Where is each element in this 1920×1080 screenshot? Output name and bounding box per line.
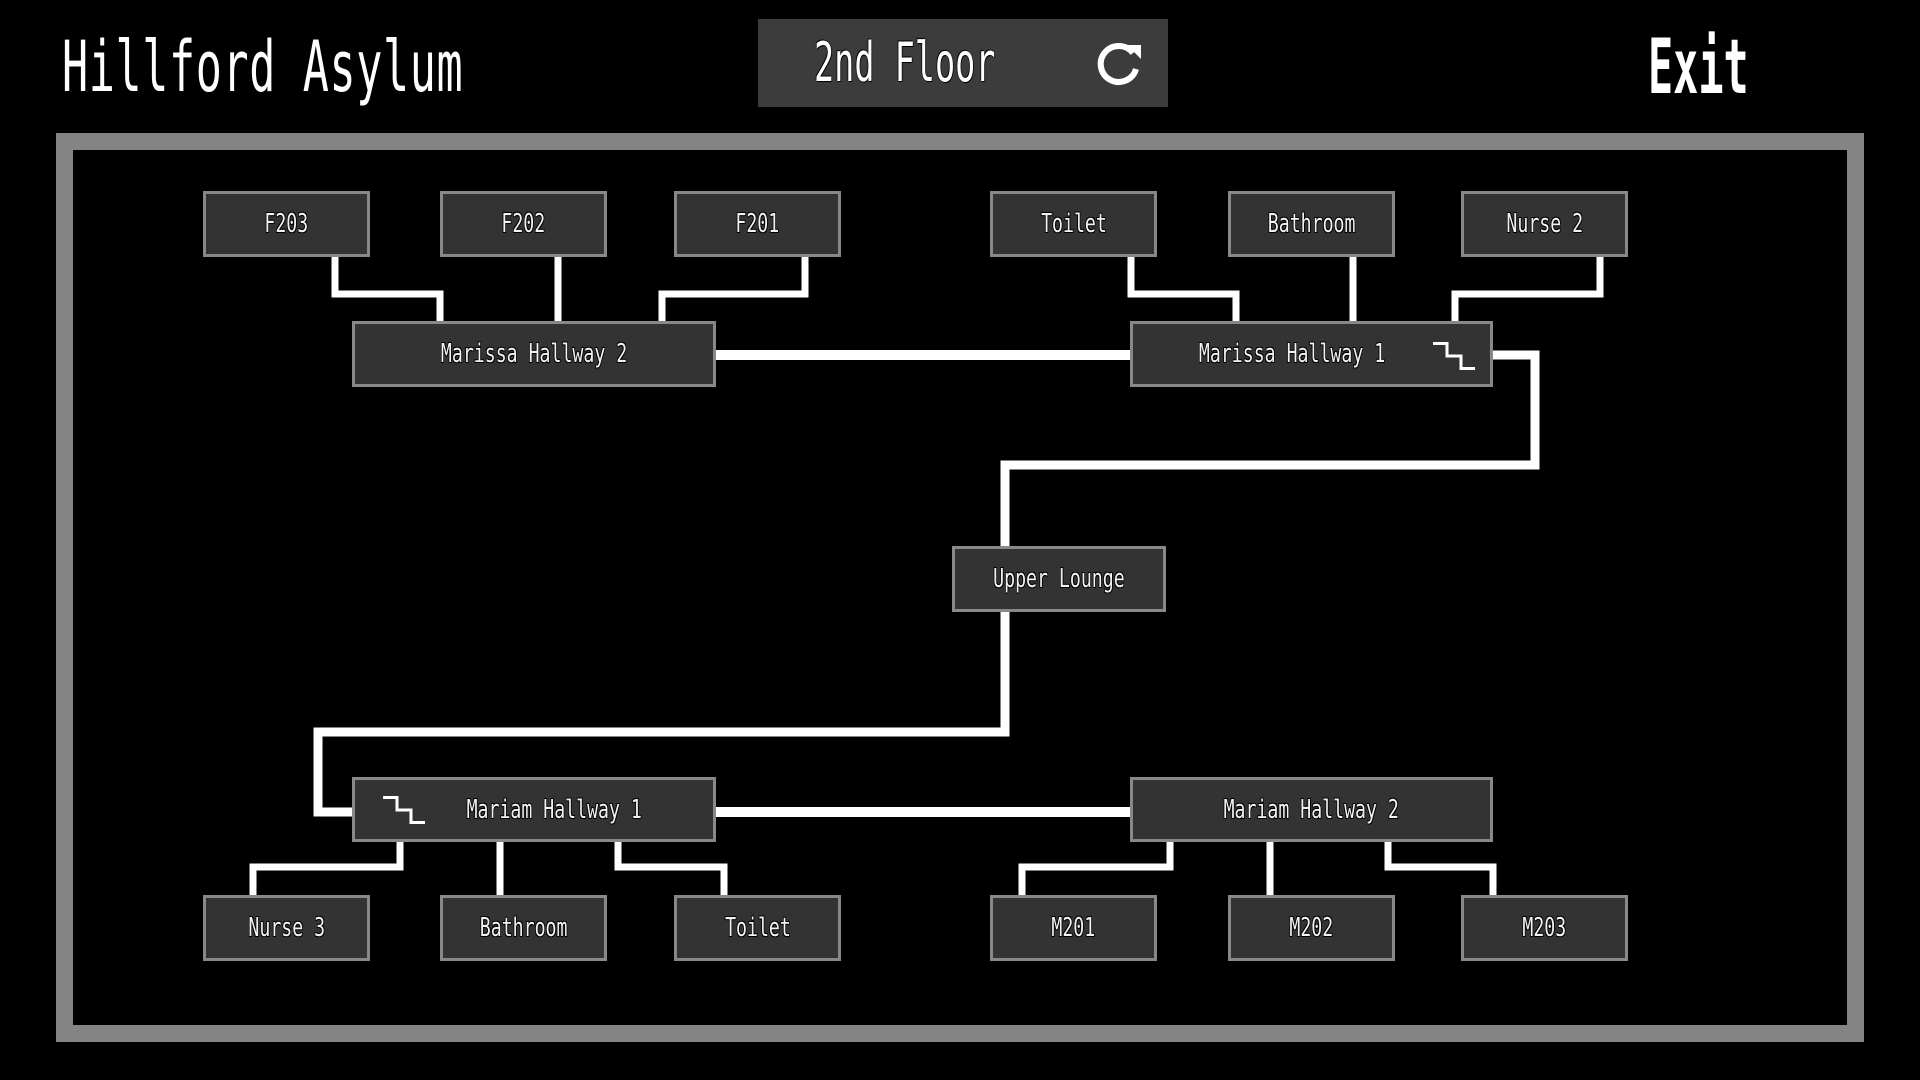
room-bathroom-bottom[interactable]: Bathroom — [440, 895, 607, 961]
floor-label-text: 2nd Floor — [814, 31, 996, 94]
room-label: Upper Lounge — [955, 549, 1163, 609]
room-toilet-top-label: Toilet — [1040, 209, 1107, 239]
room-toilet-top[interactable]: Toilet — [990, 191, 1157, 257]
game-title-text: Hillford Asylum — [62, 26, 464, 108]
room-label: M203 — [1464, 898, 1625, 958]
room-label: Toilet — [993, 194, 1154, 254]
room-bathroom-bottom-label: Bathroom — [479, 913, 568, 943]
room-label: Nurse 2 — [1464, 194, 1625, 254]
exit-button-label: Exit — [1648, 22, 1749, 111]
room-f201-label: F201 — [735, 209, 780, 239]
game-title: Hillford Asylum — [62, 22, 709, 112]
hallway-marissa-2-label: Marissa Hallway 2 — [440, 339, 628, 369]
room-nurse-3[interactable]: Nurse 3 — [203, 895, 370, 961]
room-toilet-bottom-label: Toilet — [724, 913, 791, 943]
room-m201[interactable]: M201 — [990, 895, 1157, 961]
room-m202[interactable]: M202 — [1228, 895, 1395, 961]
room-upper-lounge[interactable]: Upper Lounge — [952, 546, 1166, 612]
upper-lounge-label: Upper Lounge — [993, 564, 1125, 594]
hallway-marissa-1-label: Marissa Hallway 1 — [1199, 339, 1386, 369]
hallway-label: Mariam Hallway 2 — [1133, 780, 1490, 839]
room-m203[interactable]: M203 — [1461, 895, 1628, 961]
room-bathroom-top-label: Bathroom — [1267, 209, 1356, 239]
floor-label: 2nd Floor — [814, 19, 1107, 107]
hallway-mariam-2-label: Mariam Hallway 2 — [1223, 794, 1400, 825]
room-f202[interactable]: F202 — [440, 191, 607, 257]
hallway-mariam-1-label: Mariam Hallway 1 — [466, 794, 642, 825]
room-f201[interactable]: F201 — [674, 191, 841, 257]
room-label: Nurse 3 — [206, 898, 367, 958]
room-label: M201 — [993, 898, 1154, 958]
stairs-icon — [1433, 342, 1475, 370]
room-label: F203 — [206, 194, 367, 254]
floor-selector[interactable]: 2nd Floor — [758, 19, 1168, 107]
room-label: M202 — [1231, 898, 1392, 958]
room-f203[interactable]: F203 — [203, 191, 370, 257]
room-m201-label: M201 — [1051, 913, 1096, 943]
room-f202-label: F202 — [501, 209, 546, 239]
room-label: Toilet — [677, 898, 838, 958]
hallway-label: Marissa Hallway 2 — [355, 324, 713, 384]
room-label: Bathroom — [1231, 194, 1392, 254]
room-nurse-3-label: Nurse 3 — [248, 913, 325, 943]
room-nurse-2[interactable]: Nurse 2 — [1461, 191, 1628, 257]
room-m202-label: M202 — [1289, 913, 1334, 943]
refresh-icon[interactable] — [1093, 39, 1145, 89]
hallway-label: Mariam Hallway 1 — [395, 780, 713, 839]
hallway-marissa-2[interactable]: Marissa Hallway 2 — [352, 321, 716, 387]
hallway-label: Marissa Hallway 1 — [1133, 324, 1452, 384]
room-label: Bathroom — [443, 898, 604, 958]
room-bathroom-top[interactable]: Bathroom — [1228, 191, 1395, 257]
hallway-mariam-2[interactable]: Mariam Hallway 2 — [1130, 777, 1493, 842]
refresh-icon-graphic — [1097, 42, 1141, 85]
room-f203-label: F203 — [264, 209, 309, 239]
room-m203-label: M203 — [1522, 913, 1567, 943]
room-toilet-bottom[interactable]: Toilet — [674, 895, 841, 961]
stairs-icon — [383, 796, 425, 824]
hallway-marissa-1[interactable]: Marissa Hallway 1 — [1130, 321, 1493, 387]
hallway-mariam-1[interactable]: Mariam Hallway 1 — [352, 777, 716, 842]
room-nurse-2-label: Nurse 2 — [1506, 209, 1583, 239]
room-label: F201 — [677, 194, 838, 254]
room-label: F202 — [443, 194, 604, 254]
exit-button[interactable]: Exit — [1648, 22, 1831, 112]
